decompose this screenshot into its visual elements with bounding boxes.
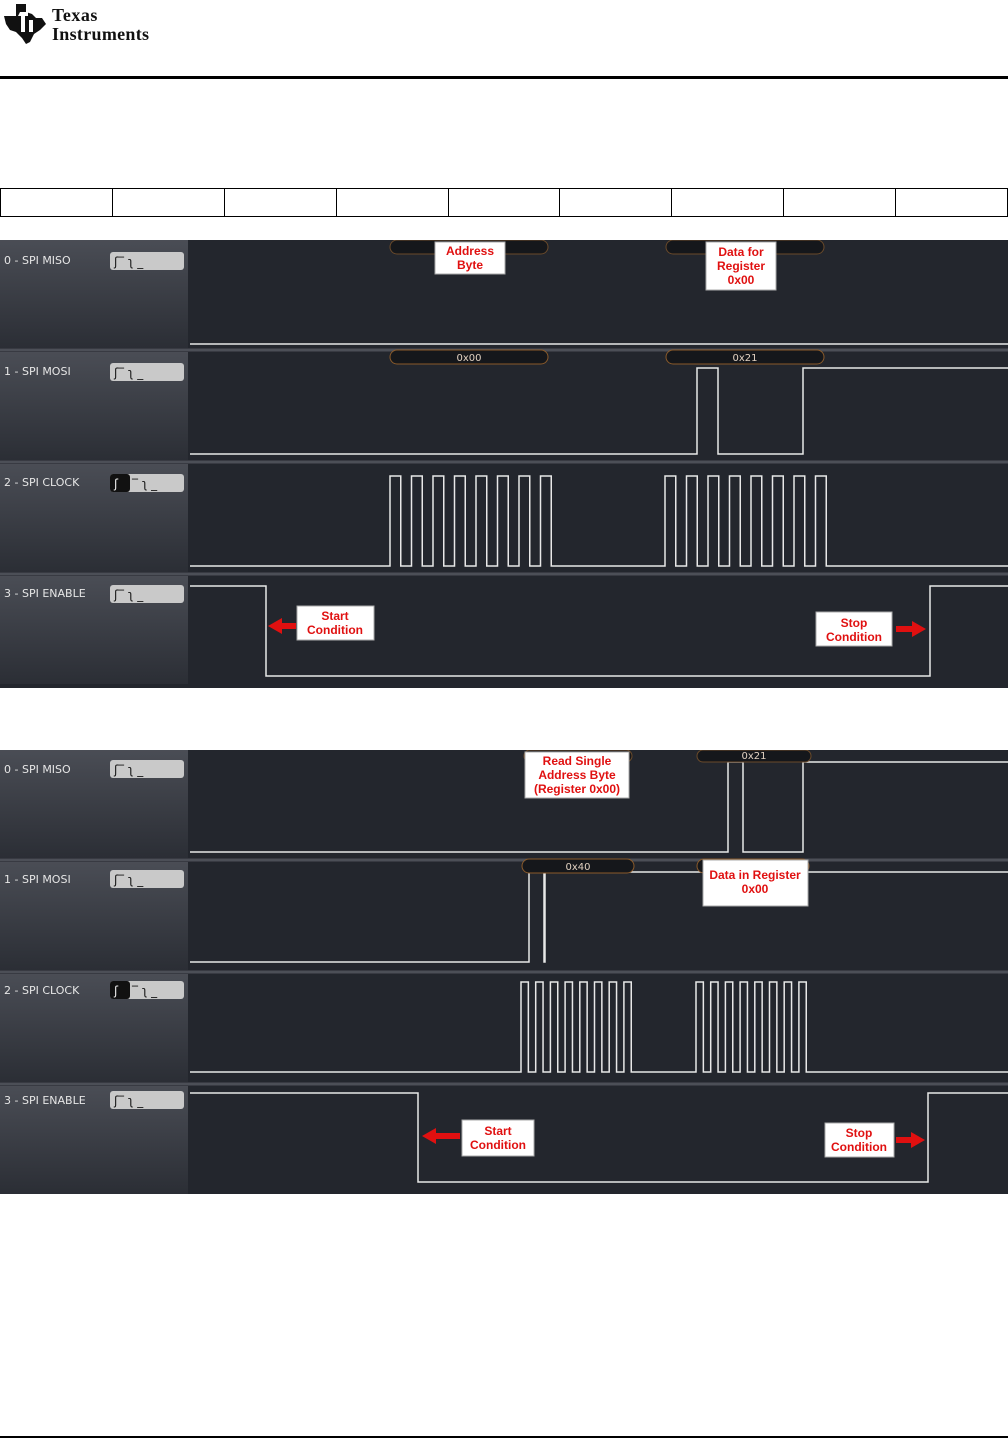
lane-label-clock: 2 - SPI CLOCK [4, 476, 80, 489]
clock-waveform [190, 981, 1008, 1073]
table-cell [113, 189, 225, 216]
footer-rule [0, 1436, 1008, 1438]
svg-text:ʃ‾ ʅ _: ʃ‾ ʅ _ [113, 255, 144, 269]
trigger-buttons-enable[interactable]: ʃ‾ ʅ _ [110, 1091, 184, 1109]
ti-logo: Texas Instruments [2, 2, 192, 46]
callout-stop-condition: Stop Condition [824, 1122, 925, 1158]
enable-waveform [190, 585, 1008, 677]
company-line2: Instruments [52, 24, 150, 44]
mosi-decoded-byte: 0x40 [565, 862, 590, 873]
table-cell [560, 189, 673, 216]
table-cell [225, 189, 337, 216]
svg-text:Byte: Byte [457, 258, 483, 272]
table-cell [449, 189, 561, 216]
svg-text:ʃ: ʃ [113, 477, 119, 491]
table-cell [337, 189, 449, 216]
callout-read-single-address-byte: Read Single Address Byte (Register 0x00) [524, 751, 630, 799]
callout-data-for-register: Data for Register 0x00 [705, 241, 777, 291]
svg-text:Data for: Data for [718, 245, 764, 259]
lane-label-enable: 3 - SPI ENABLE [4, 1094, 86, 1107]
clock-waveform [190, 475, 1008, 567]
svg-text:Address: Address [446, 244, 494, 258]
callout-stop-condition: Stop Condition [815, 611, 926, 647]
trigger-buttons-miso[interactable]: ʃ‾ ʅ _ [110, 252, 184, 270]
company-line1: Texas [52, 5, 98, 25]
empty-table-row [0, 188, 1008, 217]
trigger-buttons-mosi[interactable]: ʃ‾ ʅ _ [110, 870, 184, 888]
mosi-decoded-byte2: 0x21 [732, 353, 757, 364]
lane-label-clock: 2 - SPI CLOCK [4, 984, 80, 997]
svg-text:‾ ʅ _: ‾ ʅ _ [131, 477, 158, 491]
svg-text:ʃ‾ ʅ _: ʃ‾ ʅ _ [113, 1094, 144, 1108]
svg-text:ʃ‾ ʅ _: ʃ‾ ʅ _ [113, 366, 144, 380]
lane-separators [0, 858, 1008, 1086]
enable-waveform [190, 1092, 1008, 1183]
ti-wordmark: Texas Instruments [52, 6, 149, 44]
svg-text:Register: Register [717, 259, 765, 273]
lane-label-mosi: 1 - SPI MOSI [4, 365, 71, 378]
svg-text:ʃ: ʃ [113, 984, 119, 998]
document-header: Texas Instruments [0, 0, 1008, 80]
svg-text:Condition: Condition [307, 623, 363, 637]
callout-start-condition: Start Condition [422, 1119, 535, 1157]
callout-address-byte: Address Byte [434, 241, 506, 275]
svg-text:Condition: Condition [470, 1138, 526, 1152]
svg-text:Data in Register: Data in Register [709, 868, 801, 882]
trigger-buttons-miso[interactable]: ʃ‾ ʅ _ [110, 760, 184, 778]
svg-text:0x00: 0x00 [742, 882, 769, 896]
svg-text:Condition: Condition [831, 1140, 887, 1154]
lane-label-enable: 3 - SPI ENABLE [4, 587, 86, 600]
table-cell [896, 189, 1007, 216]
svg-text:Stop: Stop [841, 616, 868, 630]
svg-text:(Register 0x00): (Register 0x00) [534, 782, 620, 796]
mosi-waveform: 0x00 0x21 [190, 349, 1008, 455]
callout-data-in-register: Data in Register 0x00 [702, 859, 809, 907]
mosi-waveform: 0x40 [190, 858, 1008, 963]
svg-text:Address Byte: Address Byte [538, 768, 616, 782]
lane-label-miso: 0 - SPI MISO [4, 254, 71, 267]
header-rule [0, 76, 1008, 79]
svg-text:Stop: Stop [846, 1126, 873, 1140]
trigger-buttons-clock[interactable]: ʃ ‾ ʅ _ [110, 981, 184, 999]
trigger-buttons-enable[interactable]: ʃ‾ ʅ _ [110, 585, 184, 603]
trigger-buttons-mosi[interactable]: ʃ‾ ʅ _ [110, 363, 184, 381]
svg-text:ʃ‾ ʅ _: ʃ‾ ʅ _ [113, 873, 144, 887]
svg-text:‾ ʅ _: ‾ ʅ _ [131, 984, 158, 998]
texas-state-icon [4, 4, 46, 44]
table-cell [672, 189, 785, 216]
callout-start-condition: Start Condition [268, 605, 375, 641]
mosi-decoded-byte1: 0x00 [456, 353, 481, 364]
svg-text:Start: Start [321, 609, 348, 623]
svg-text:Start: Start [484, 1124, 511, 1138]
table-cell [1, 189, 113, 216]
svg-text:0x00: 0x00 [728, 273, 755, 287]
lane-label-mosi: 1 - SPI MOSI [4, 873, 71, 886]
trigger-buttons-clock[interactable]: ʃ ‾ ʅ _ [110, 474, 184, 492]
table-cell [784, 189, 897, 216]
svg-text:Condition: Condition [826, 630, 882, 644]
spi-read-capture: 0 - SPI MISO 1 - SPI MOSI 2 - SPI CLOCK … [0, 750, 1008, 1194]
svg-text:Read Single: Read Single [543, 754, 612, 768]
svg-text:ʃ‾ ʅ _: ʃ‾ ʅ _ [113, 763, 144, 777]
spi-write-capture: 0 - SPI MISO 1 - SPI MOSI 2 - SPI CLOCK … [0, 240, 1008, 688]
svg-text:ʃ‾ ʅ _: ʃ‾ ʅ _ [113, 588, 144, 602]
miso-waveform [190, 240, 1008, 345]
lane-label-miso: 0 - SPI MISO [4, 763, 71, 776]
miso-decoded-byte: 0x21 [741, 751, 766, 762]
